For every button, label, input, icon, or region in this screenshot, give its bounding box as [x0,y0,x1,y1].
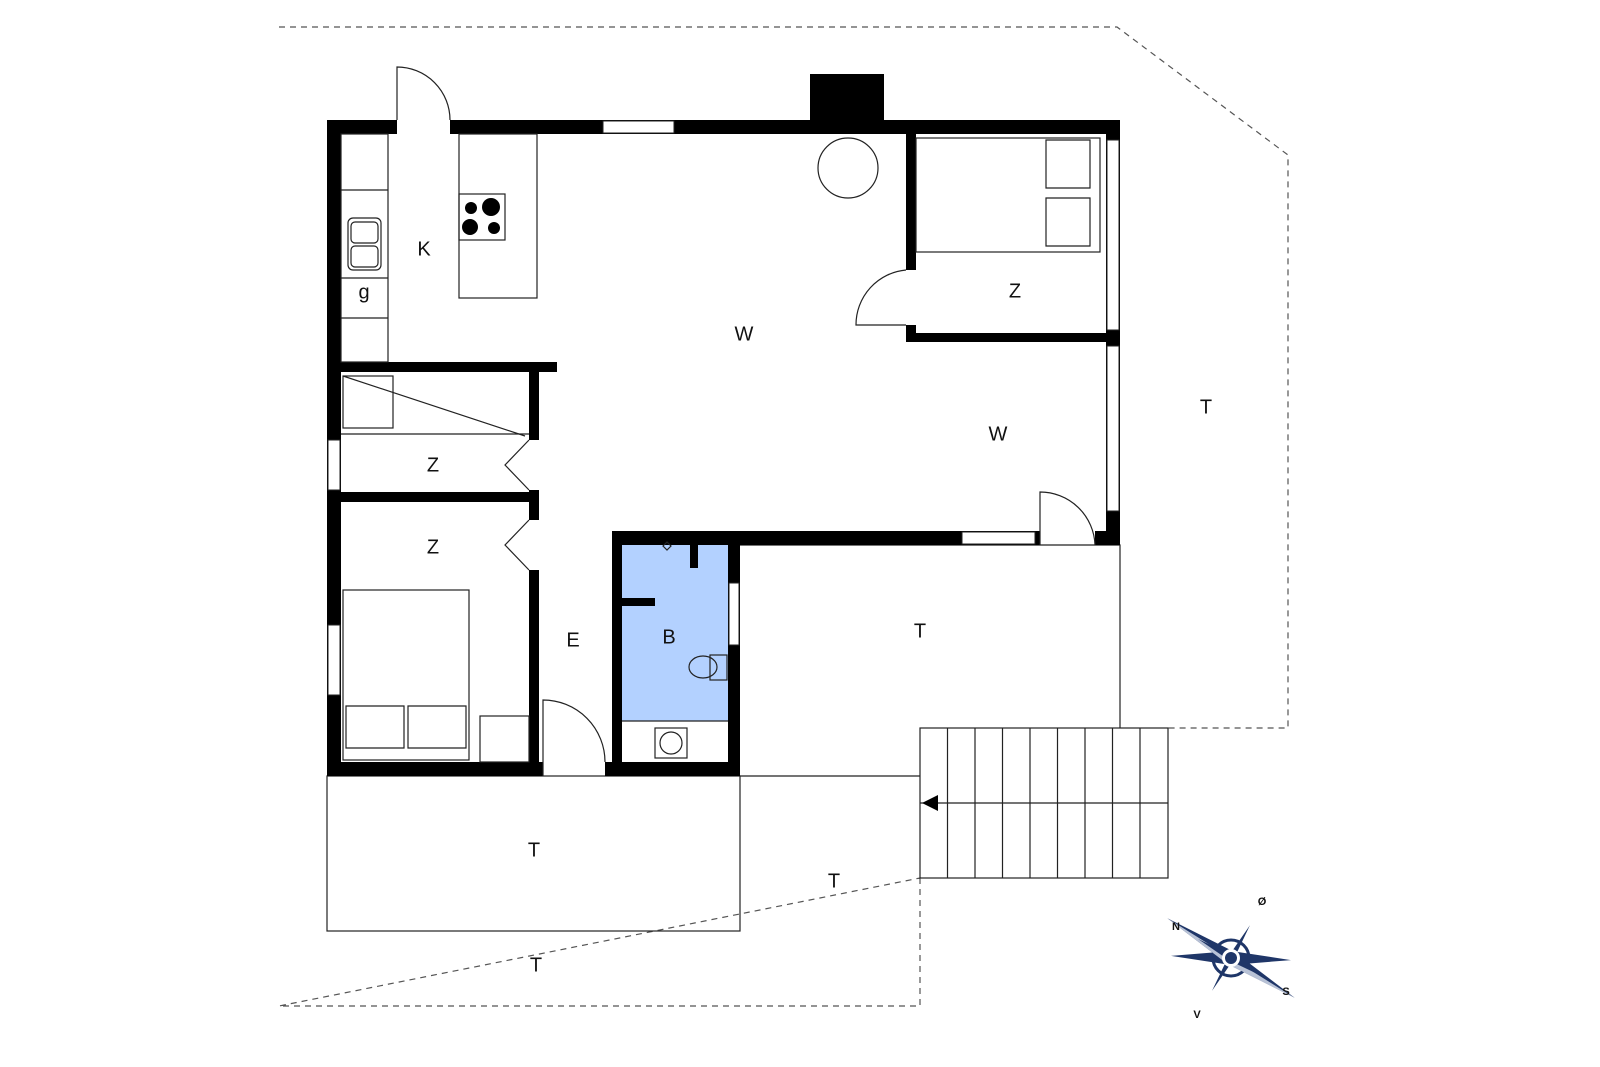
room-label-kitchen: K [417,238,431,260]
room-label-bedroom-ne: Z [1009,280,1021,302]
room-label-storage: g [358,281,369,303]
compass-south: S [1282,986,1289,998]
furniture [340,133,1101,763]
stairs [919,727,1169,879]
windows [327,120,1120,696]
room-label-terrace-south-mid: T [828,870,840,892]
toilet-icon [688,654,728,681]
room-label-living-2: W [989,423,1008,445]
stairs-arrow-icon [922,795,938,811]
chimney [810,74,884,124]
room-label-living-1: W [735,323,754,345]
compass-west: V [1193,1009,1201,1021]
compass-north: N [1172,921,1180,933]
compass-rose-icon [1167,918,1295,998]
sink-icon [347,217,382,271]
room-label-terrace-bottom: T [530,954,542,976]
washbasin-icon [654,727,688,759]
room-label-terrace-east: T [1200,396,1212,418]
room-label-terrace-south: T [528,839,540,861]
room-label-bedroom-sw: Z [427,536,439,558]
room-label-bedroom-small: Z [427,454,439,476]
doors [396,66,1096,776]
room-label-terrace-center: T [914,620,926,642]
round-table [817,137,879,199]
plot-boundary [278,26,1289,1007]
room-label-entrance: E [566,629,579,651]
room-label-bathroom: B [662,626,675,648]
compass-east: Ø [1258,896,1267,908]
bathroom-floor [622,541,728,721]
stove-icon [458,193,506,241]
